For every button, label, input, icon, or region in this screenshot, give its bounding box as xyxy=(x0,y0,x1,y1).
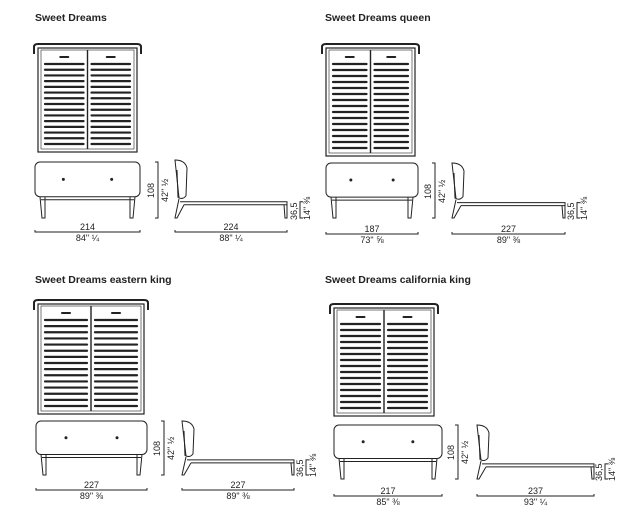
width-dimension-line xyxy=(333,494,443,497)
length-cm: 237 xyxy=(527,486,544,496)
seat-height-cm: 36,5 xyxy=(566,202,576,220)
model-drawing xyxy=(329,303,608,497)
height-in: 42" ½ xyxy=(160,178,170,202)
width-cm: 227 xyxy=(83,480,100,490)
height-cm: 108 xyxy=(146,182,156,198)
seat-height-cm: 36,5 xyxy=(289,202,299,220)
button-tuft xyxy=(115,436,119,440)
button-tuft xyxy=(64,436,68,440)
front-view xyxy=(35,420,165,476)
model-drawing xyxy=(33,299,309,491)
height-cm: 108 xyxy=(446,444,456,460)
length-in: 93" ¼ xyxy=(523,497,548,507)
button-tuft xyxy=(361,440,365,444)
front-view xyxy=(34,161,159,219)
button-tuft xyxy=(61,177,65,181)
width-in: 73" ⅝ xyxy=(360,235,384,245)
seat-height-in: 14" ⅜ xyxy=(607,457,617,481)
side-view xyxy=(174,159,303,219)
length-cm: 224 xyxy=(223,222,239,232)
side-view xyxy=(451,162,580,219)
width-dimension-line xyxy=(34,230,141,233)
button-tuft xyxy=(110,177,114,181)
top-view xyxy=(321,43,420,157)
height-in: 42" ½ xyxy=(460,440,470,464)
width-cm: 217 xyxy=(380,486,396,496)
width-cm: 187 xyxy=(364,224,380,234)
model-title: Sweet Dreams xyxy=(35,12,107,24)
length-dimension-line xyxy=(181,488,295,491)
front-view xyxy=(333,424,459,480)
button-tuft xyxy=(391,178,395,182)
seat-height-cm: 36,5 xyxy=(594,463,604,481)
seat-height-in: 14" ⅜ xyxy=(579,196,589,220)
seat-height-in: 14" ⅜ xyxy=(308,453,318,477)
button-tuft xyxy=(411,440,415,444)
width-dimension-line xyxy=(325,232,419,235)
top-view xyxy=(33,299,149,415)
length-dimension-line xyxy=(174,230,288,233)
button-tuft xyxy=(349,178,353,182)
model-title: Sweet Dreams eastern king xyxy=(35,274,172,286)
height-in: 42" ½ xyxy=(166,436,176,460)
length-dimension-line xyxy=(476,494,595,497)
length-in: 88" ¼ xyxy=(219,233,243,243)
length-dimension-line xyxy=(451,232,566,235)
length-in: 89" ⅜ xyxy=(496,235,521,245)
model-title: Sweet Dreams queen xyxy=(325,12,431,24)
model-drawing xyxy=(321,43,580,235)
model-title: Sweet Dreams california king xyxy=(325,274,471,286)
height-cm: 108 xyxy=(152,440,162,456)
width-in: 84" ¼ xyxy=(75,233,100,243)
top-view xyxy=(33,43,142,153)
front-view xyxy=(325,162,436,219)
side-view xyxy=(181,420,309,476)
side-view xyxy=(476,424,608,480)
length-in: 89" ⅜ xyxy=(226,491,250,501)
length-cm: 227 xyxy=(230,480,246,490)
width-dimension-line xyxy=(35,488,148,491)
width-cm: 214 xyxy=(79,222,96,232)
length-cm: 227 xyxy=(500,224,517,234)
model-drawing xyxy=(33,43,303,233)
seat-height-cm: 36,5 xyxy=(295,459,305,477)
width-in: 85" ⅜ xyxy=(376,497,400,507)
width-in: 89" ⅜ xyxy=(79,491,104,501)
height-cm: 108 xyxy=(423,183,433,199)
height-in: 42" ½ xyxy=(437,179,447,203)
seat-height-in: 14" ⅜ xyxy=(302,196,312,220)
top-view xyxy=(329,303,439,417)
